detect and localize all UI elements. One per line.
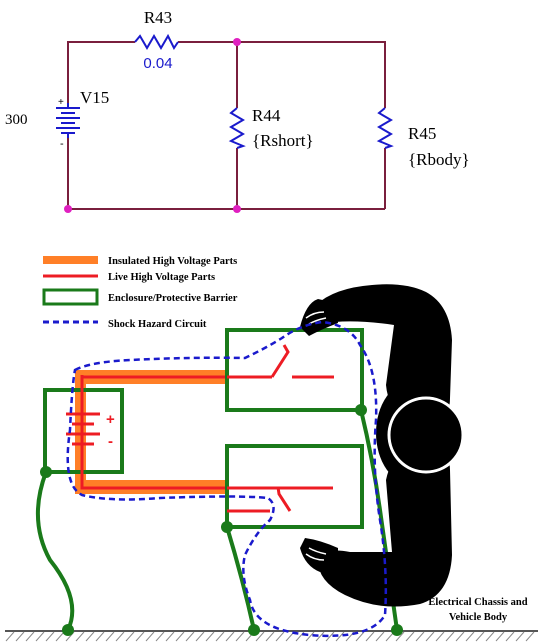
battery-plus-mark: + — [106, 411, 115, 428]
r44-ref: R44 — [252, 106, 281, 125]
schematic: R43 0.04 R44 {Rshort} R45 {Rbody} + - V1… — [5, 8, 470, 213]
legend-label-insulated: Insulated High Voltage Parts — [108, 256, 237, 267]
live-conductors — [227, 344, 334, 513]
node-bottom-left — [64, 205, 72, 213]
r43-value: 0.04 — [143, 55, 172, 72]
ground-plane — [5, 630, 538, 642]
r43-ref: R43 — [144, 8, 172, 27]
battery-minus-mark: - — [108, 433, 113, 450]
legend-swatch-enclosure — [42, 288, 99, 306]
resistor-r44-symbol — [228, 107, 246, 149]
legend-label-enclosure: Enclosure/Protective Barrier — [108, 293, 238, 304]
shock-hazard-loop — [66, 320, 388, 638]
v15-value: 300 — [5, 112, 28, 128]
chassis-label-line2: Vehicle Body — [449, 612, 508, 623]
wire-bottom — [67, 138, 385, 210]
r44-value: {Rshort} — [252, 131, 314, 150]
wire-top-left — [67, 41, 135, 103]
v15-ref: V15 — [80, 88, 109, 107]
person-head — [387, 396, 465, 474]
enclosure-upper — [225, 328, 364, 412]
legend: Insulated High Voltage Parts Live High V… — [42, 256, 238, 330]
ground-nodes — [40, 404, 403, 636]
legend-label-shock: Shock Hazard Circuit — [108, 319, 207, 330]
r45-ref: R45 — [408, 124, 436, 143]
wire-top-right — [178, 41, 386, 108]
legend-swatch-insulated — [43, 256, 98, 264]
v15-minus-mark: - — [60, 138, 64, 150]
battery-cell-icon — [66, 384, 100, 480]
chassis-label-line1: Electrical Chassis and — [428, 597, 527, 608]
node-top — [233, 38, 241, 46]
hand-contact-marks — [305, 311, 327, 561]
v15-plus-mark: + — [58, 97, 64, 108]
schematic-wires — [67, 41, 386, 210]
battery-v15-symbol — [56, 103, 80, 138]
r45-value: {Rbody} — [408, 150, 470, 169]
legend-label-live: Live High Voltage Parts — [108, 272, 215, 283]
resistor-r45-symbol — [376, 107, 394, 149]
node-bottom-mid — [233, 205, 241, 213]
resistor-r43-symbol — [134, 33, 179, 50]
